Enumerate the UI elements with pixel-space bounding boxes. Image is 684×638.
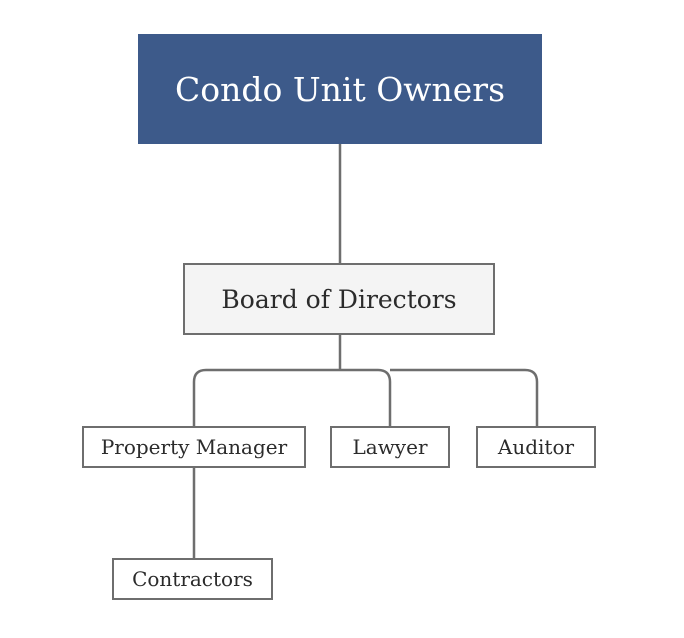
node-board-of-directors: Board of Directors <box>183 263 495 335</box>
node-lawyer: Lawyer <box>330 426 450 468</box>
node-lawyer-label: Lawyer <box>352 435 428 459</box>
connector-bus-to-property-manager <box>192 368 340 426</box>
node-board-of-directors-label: Board of Directors <box>221 284 457 314</box>
node-property-manager: Property Manager <box>82 426 306 468</box>
node-auditor-label: Auditor <box>497 435 575 459</box>
connector-bus-to-lawyer <box>340 368 392 426</box>
node-contractors-label: Contractors <box>132 567 253 591</box>
node-condo-unit-owners-label: Condo Unit Owners <box>174 69 506 109</box>
connector-bus-to-auditor <box>390 368 539 426</box>
node-property-manager-label: Property Manager <box>100 435 288 459</box>
node-auditor: Auditor <box>476 426 596 468</box>
node-contractors: Contractors <box>112 558 273 600</box>
node-condo-unit-owners: Condo Unit Owners <box>138 34 542 144</box>
